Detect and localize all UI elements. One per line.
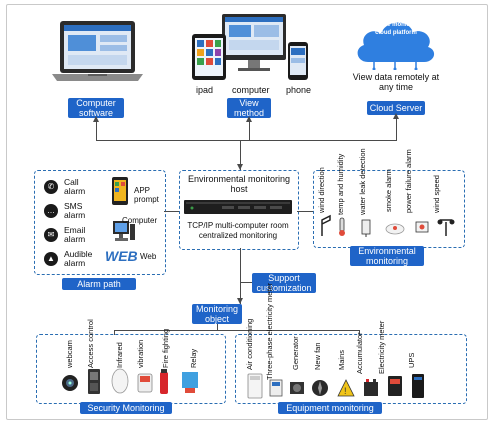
equipment-item-label: Accumulator: [355, 332, 364, 374]
ipad-label: ipad: [196, 85, 214, 95]
diagram-frame: [6, 4, 488, 420]
equipment-title: Equipment monitoring: [278, 402, 382, 414]
laptop-icon: [50, 18, 145, 86]
equipment-item-label: Mains: [337, 349, 346, 370]
alarm-item-label: Audible alarm: [64, 249, 93, 268]
security-item-label: vibration: [136, 339, 145, 368]
alarm-side-label: Web: [140, 252, 157, 261]
env-item-label: smoke alarm: [384, 169, 393, 212]
connector-line: [114, 330, 360, 331]
alarm-side-label: Computer: [122, 216, 158, 225]
equipment-item-label: UPS: [407, 352, 416, 368]
security-item-label: Infrared: [115, 342, 124, 368]
equipment-item-label: New fan: [313, 342, 322, 370]
equipment-item-label: Electricity meter: [377, 320, 386, 374]
connector-line: [240, 140, 241, 170]
connector-line: [114, 330, 115, 335]
svg-text:WEB: WEB: [105, 248, 138, 264]
security-device-icons: [56, 366, 216, 396]
env-sensor-icons: [316, 214, 462, 238]
connector-line: [96, 140, 397, 141]
computer-label: computer: [232, 85, 270, 95]
env-item-label: temp and humidity: [336, 153, 345, 215]
security-item-label: webcam: [65, 340, 74, 368]
computer-software-box: Computer software: [68, 98, 124, 118]
desktop-icon: [112, 220, 136, 242]
cloud-server-box: Cloud Server: [367, 101, 425, 115]
phone-icon: ✆: [44, 180, 58, 194]
devices-cluster-icon: [190, 12, 320, 84]
web-icon: WEB: [104, 248, 138, 264]
security-item-label: Fire fighting: [161, 328, 170, 368]
env-item-label: wind speed: [432, 175, 441, 213]
connector-line: [96, 118, 97, 140]
connector-line: [249, 118, 250, 140]
security-item-label: Access control: [86, 319, 95, 368]
connector-line: [359, 330, 360, 335]
env-item-label: power failure alarm: [404, 149, 413, 213]
equipment-item-label: Generator: [291, 336, 300, 370]
connector-line: [240, 282, 252, 283]
arrow: [393, 113, 399, 119]
arrow: [93, 116, 99, 122]
connector-line: [396, 115, 397, 140]
equipment-item-label: Air conditioning: [245, 318, 254, 370]
cloud-text: Remote monitoring cloud platform: [368, 22, 424, 36]
arrow: [246, 116, 252, 122]
environmental-title: Environmental monitoring: [350, 246, 424, 266]
security-title: Security Monitoring: [80, 402, 172, 414]
connector-line: [164, 211, 179, 212]
alarm-side-label: APP prompt: [134, 186, 159, 204]
env-item-label: water leak detection: [358, 148, 367, 215]
connector-line: [240, 248, 241, 304]
arrow: [237, 298, 243, 304]
security-item-label: Relay: [189, 348, 198, 368]
phone-label: phone: [286, 85, 312, 95]
alarm-item-label: SMS alarm: [64, 201, 86, 220]
alarm-item-label: Call alarm: [64, 177, 86, 196]
smartphone-icon: [111, 176, 129, 206]
env-item-label: wind direction: [317, 167, 326, 213]
host-description: TCP/IP multi-computer room centralized m…: [187, 221, 289, 240]
alarm-item-label: Email alarm: [64, 225, 86, 244]
svg-text:!: !: [344, 386, 347, 396]
view-method-box: View method: [227, 98, 271, 118]
view-remote-text: View data remotely at any time: [352, 72, 440, 92]
alarm-path-panel: [34, 170, 166, 275]
host-panel: [179, 170, 299, 250]
equipment-device-icons: !: [244, 372, 462, 400]
chat-icon: …: [44, 204, 58, 218]
horn-icon: ▲: [44, 252, 58, 266]
host-title: Environmental monitoring host: [187, 174, 291, 194]
mail-icon: ✉: [44, 228, 58, 242]
monitoring-object-box: Monitoring object: [192, 304, 242, 324]
connector-line: [217, 324, 218, 330]
host-device-icon: [182, 198, 294, 216]
support-customization-box: Support customization: [252, 273, 316, 293]
connector-line: [297, 211, 313, 212]
arrow: [237, 164, 243, 170]
cloud-icon: [350, 12, 440, 71]
alarm-path-title: Alarm path: [62, 278, 136, 290]
